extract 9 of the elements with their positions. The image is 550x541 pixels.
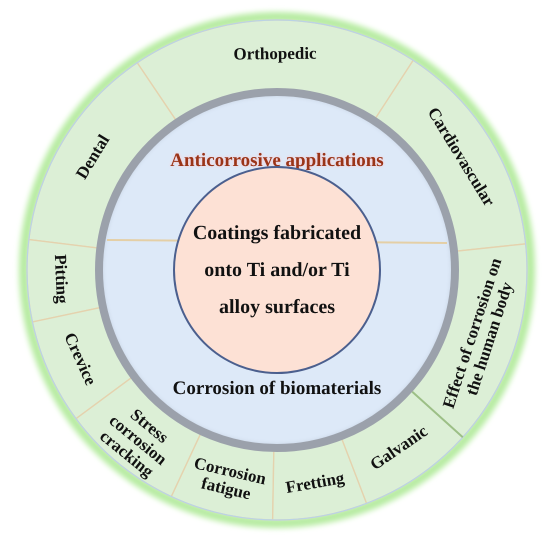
segment-label: Pitting — [50, 244, 72, 315]
segment-label: Corrosion fatigue — [185, 454, 272, 507]
segment-label: Effect of corrosion on the human body — [437, 250, 524, 422]
center-text: Coatings fabricated onto Ti and/or Ti alloy surfaces — [192, 220, 362, 320]
segment-label: Crevice — [55, 318, 105, 399]
segment-label: Fretting — [274, 466, 356, 498]
section-label: Corrosion of biomaterials — [172, 378, 382, 400]
segment-label: Orthopedic — [220, 44, 330, 64]
section-heading: Anticorrosive applications — [170, 150, 384, 172]
